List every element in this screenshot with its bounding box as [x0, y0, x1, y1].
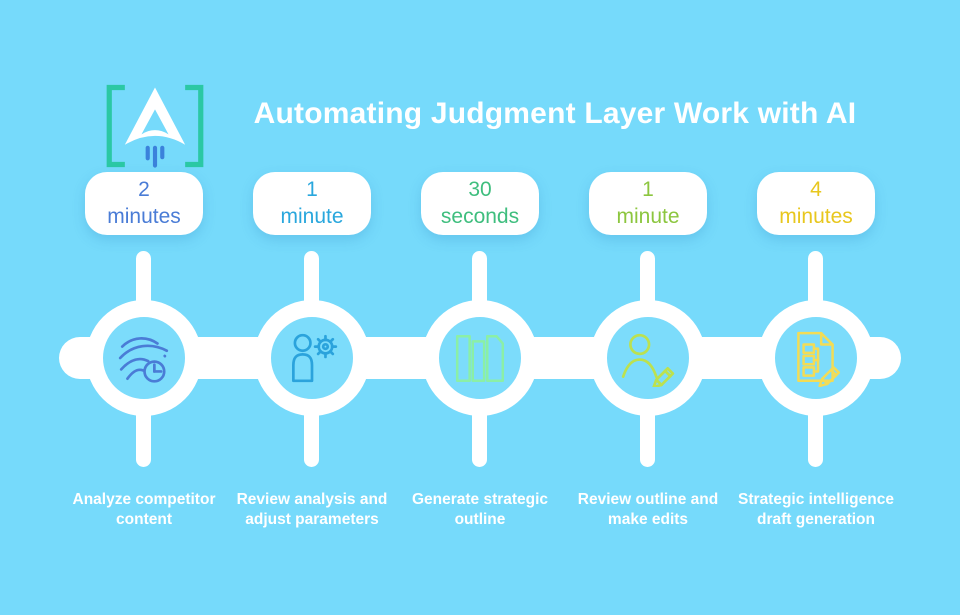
timeline-node	[86, 300, 202, 416]
duration-value: 1	[306, 178, 318, 202]
duration-badge: 2 minutes	[85, 172, 203, 235]
duration-value: 4	[810, 178, 822, 202]
step-label: Review outline and make edits	[577, 491, 719, 529]
flow-analysis-clock-icon	[118, 337, 169, 383]
logo-arrow-a	[124, 87, 186, 145]
duration-unit: minutes	[107, 204, 181, 228]
duration-unit: seconds	[440, 204, 520, 228]
person-pencil-icon	[621, 333, 675, 387]
step-label: Analyze competitor content	[72, 491, 216, 529]
duration-badge: 1 minute	[589, 172, 707, 235]
page-title: Automating Judgment Layer Work with AI	[253, 97, 857, 130]
duration-badge: 4 minutes	[757, 172, 875, 235]
books-archive-icon	[455, 335, 505, 383]
duration-unit: minute	[280, 204, 344, 228]
duration-unit: minutes	[779, 204, 853, 228]
timeline-node	[590, 300, 706, 416]
bracket-arrow-logo	[106, 84, 204, 168]
document-outline-pencil-icon	[797, 331, 841, 387]
duration-value: 2	[138, 178, 150, 202]
timeline-node	[758, 300, 874, 416]
step-label: Generate strategic outline	[411, 491, 549, 529]
step-label: Review analysis and adjust parameters	[236, 491, 388, 529]
person-gear-icon	[292, 333, 338, 383]
logo-thrust-lines	[145, 145, 165, 168]
duration-value: 30	[468, 178, 492, 202]
duration-unit: minute	[616, 204, 680, 228]
duration-badge: 30 seconds	[421, 172, 539, 235]
duration-badge: 1 minute	[253, 172, 371, 235]
duration-value: 1	[642, 178, 654, 202]
timeline-node	[254, 300, 370, 416]
step-label: Strategic intelligence draft generation	[738, 491, 894, 529]
logo-brackets	[106, 84, 204, 168]
timeline-node	[422, 300, 538, 416]
